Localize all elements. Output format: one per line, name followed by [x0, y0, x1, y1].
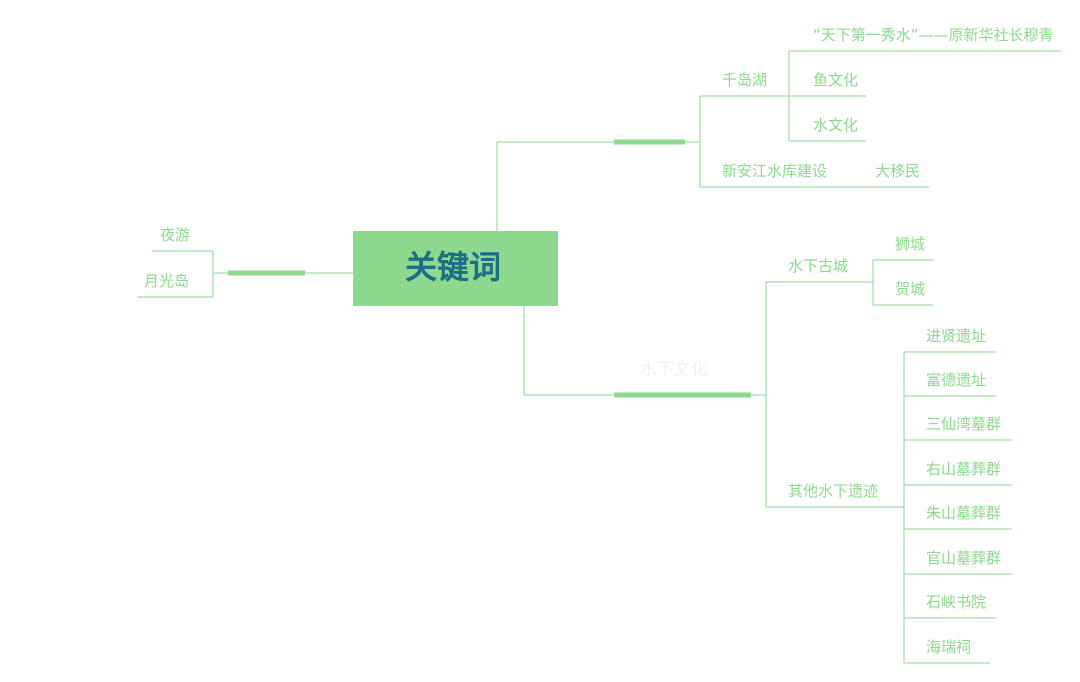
bottom-connector — [523, 306, 614, 396]
bottom-branch: 水下文化 水下古城 狮城 贺城 其他水下遗迹 进贤遗址 富德遗址 三仙湾墓群 右… — [523, 235, 1012, 664]
root-node[interactable]: 关键词 — [353, 231, 558, 306]
node-other-relics[interactable]: 其他水下遗迹 — [788, 482, 878, 500]
node-qiandao-lake[interactable]: 千岛湖 — [722, 71, 767, 89]
node-underwater-city[interactable]: 水下古城 — [788, 257, 848, 275]
bottom-branch-label[interactable]: 水下文化 — [640, 360, 708, 380]
node-fude-site[interactable]: 富德遗址 — [926, 371, 986, 389]
bottom-bracket — [751, 282, 767, 507]
node-sanxianwan-tombs[interactable]: 三仙湾墓群 — [926, 415, 1001, 433]
node-hairui-shrine[interactable]: 海瑞祠 — [926, 638, 971, 656]
node-moon-island[interactable]: 月光岛 — [144, 272, 189, 290]
node-shixia-academy[interactable]: 石峡书院 — [926, 593, 986, 611]
node-jinxian-site[interactable]: 进贤遗址 — [926, 327, 986, 345]
node-fish-culture[interactable]: 鱼文化 — [813, 71, 858, 89]
node-great-migration[interactable]: 大移民 — [875, 162, 920, 180]
top-branch: 千岛湖 “天下第一秀水”——原新华社长穆青 鱼文化 水文化 新安江水库建设 大移… — [496, 26, 1061, 231]
node-zhushan-tombs[interactable]: 朱山墓葬群 — [926, 504, 1001, 522]
node-guanshan-tombs[interactable]: 官山墓葬群 — [926, 549, 1001, 567]
node-reservoir-construction[interactable]: 新安江水库建设 — [722, 162, 827, 180]
root-label: 关键词 — [405, 248, 501, 286]
node-quote-muqing[interactable]: “天下第一秀水”——原新华社长穆青 — [813, 26, 1054, 44]
left-branch: 夜游 月光岛 — [137, 226, 353, 298]
node-lion-city[interactable]: 狮城 — [895, 235, 925, 253]
node-he-city[interactable]: 贺城 — [895, 280, 925, 298]
root-box — [353, 231, 558, 306]
left-bracket — [212, 251, 228, 297]
node-youshan-tombs[interactable]: 右山墓葬群 — [926, 460, 1001, 478]
node-water-culture[interactable]: 水文化 — [813, 116, 858, 134]
top-bracket — [685, 96, 701, 187]
node-night-tour[interactable]: 夜游 — [160, 226, 190, 244]
top-connector — [496, 141, 614, 231]
